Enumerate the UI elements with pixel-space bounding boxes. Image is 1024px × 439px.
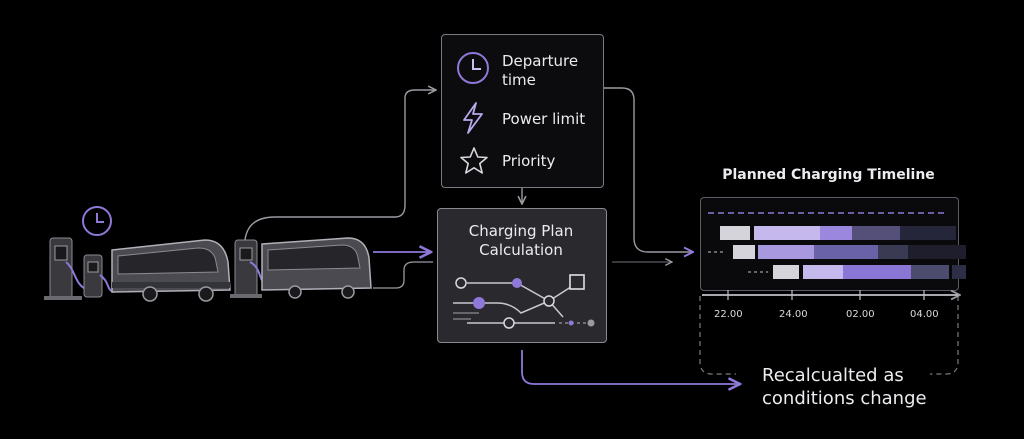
tick-label: 04.00 bbox=[910, 309, 939, 320]
calculation-title: Charging Plan Calculation bbox=[468, 222, 574, 259]
bus-2-icon bbox=[261, 237, 372, 299]
power-limit-label: Power limit bbox=[502, 110, 586, 128]
network-graph-icon bbox=[453, 274, 595, 329]
star-icon bbox=[460, 147, 488, 174]
recalculation-feedback-arrow bbox=[521, 350, 740, 384]
charger-2-icon bbox=[83, 254, 115, 298]
depot-clock-icon bbox=[82, 206, 112, 236]
priority-label: Priority bbox=[502, 152, 556, 170]
departure-time-label: Departure time bbox=[502, 52, 579, 89]
clock-icon bbox=[457, 52, 489, 84]
timeline-title: Planned Charging Timeline bbox=[722, 167, 935, 183]
charger-1-icon bbox=[44, 237, 89, 300]
timeline-feedback-right-dash bbox=[930, 296, 959, 375]
timeline-feedback-left-dash bbox=[699, 296, 736, 375]
timeline-panel bbox=[700, 197, 959, 291]
bus-1-icon bbox=[111, 239, 231, 302]
tick-label: 02.00 bbox=[846, 309, 875, 320]
recalculation-label: Recalcualted as conditions change bbox=[762, 365, 927, 409]
tick-label: 24.00 bbox=[779, 309, 808, 320]
charger-3-icon bbox=[230, 239, 269, 298]
fleet-return-connector bbox=[373, 261, 433, 289]
inputs-to-timeline-connector bbox=[604, 87, 693, 252]
tick-label: 22.00 bbox=[714, 309, 743, 320]
lightning-icon bbox=[463, 102, 483, 134]
inputs-panel bbox=[441, 34, 604, 188]
fleet-to-inputs-connector bbox=[244, 90, 436, 241]
